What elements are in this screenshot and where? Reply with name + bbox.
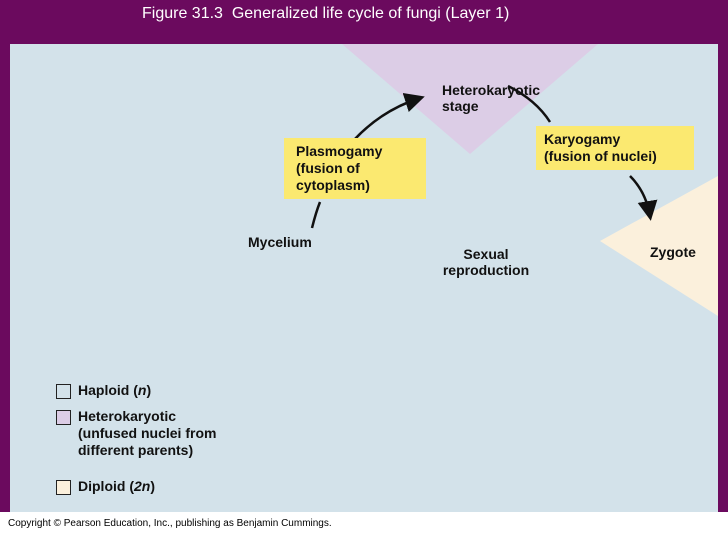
heterokaryotic-stage-label: Heterokaryotic stage xyxy=(442,82,541,114)
legend-heterokaryotic: Heterokaryotic (unfused nuclei from diff… xyxy=(56,408,216,459)
heterokaryotic-legend-label: Heterokaryotic (unfused nuclei from diff… xyxy=(78,408,217,458)
diagram-panel: Heterokaryotic stage Plasmogamy (fusion … xyxy=(10,44,718,512)
diploid-legend-label: Diploid (2n) xyxy=(78,478,156,494)
arrow-karyogamy-to-zygote xyxy=(629,175,658,221)
zygote-label: Zygote xyxy=(650,244,696,260)
arrow-plasmogamy-to-heterokaryotic xyxy=(353,92,425,141)
karyogamy-box: Karyogamy (fusion of nuclei) xyxy=(536,126,694,170)
haploid-legend-label: Haploid (n) xyxy=(78,382,152,398)
legend-diploid: Diploid (2n) xyxy=(56,478,155,495)
diploid-swatch xyxy=(56,480,71,495)
figure-title: Figure 31.3 Generalized life cycle of fu… xyxy=(142,5,510,22)
plasmogamy-box: Plasmogamy (fusion of cytoplasm) xyxy=(284,138,426,199)
diagram-shapes xyxy=(310,44,718,316)
legend-haploid: Haploid (n) xyxy=(56,382,151,399)
haploid-swatch xyxy=(56,384,71,399)
zygote-shape xyxy=(600,176,718,316)
mycelium-label: Mycelium xyxy=(248,234,312,250)
arrow-mycelium-to-plasmogamy xyxy=(310,201,322,229)
footer: Copyright © Pearson Education, Inc., pub… xyxy=(0,512,728,546)
arrow-heterokaryotic-to-karyogamy xyxy=(507,84,552,123)
heterokaryotic-swatch xyxy=(56,410,71,425)
heterokaryotic-stage-shape xyxy=(342,44,598,154)
sexual-reproduction-label: Sexual reproduction xyxy=(442,246,530,278)
copyright-text: Copyright © Pearson Education, Inc., pub… xyxy=(8,518,332,529)
